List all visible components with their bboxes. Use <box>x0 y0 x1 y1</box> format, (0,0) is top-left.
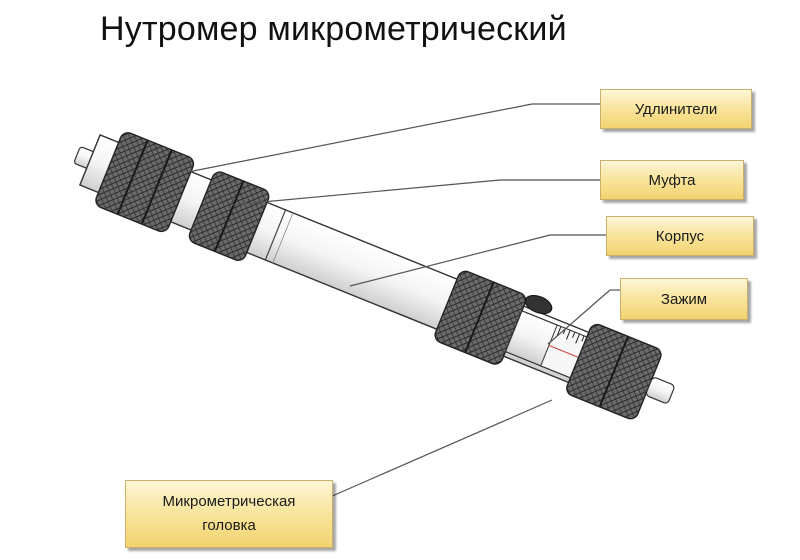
right-tip <box>645 377 675 404</box>
page-title: Нутромер микрометрический <box>100 10 567 48</box>
clamp-knob <box>524 294 553 315</box>
thimble-ring <box>566 323 662 420</box>
label-micrometer-head: Микрометрическая головка <box>125 480 333 548</box>
extender-ring-left <box>95 132 195 233</box>
label-extenders-text: Удлинители <box>634 100 718 118</box>
label-body-text: Корпус <box>655 227 705 245</box>
label-body: Корпус <box>606 216 754 256</box>
label-micrometer-head-line1: Микрометрическая <box>162 493 296 510</box>
label-coupling: Муфта <box>600 160 744 200</box>
label-clamp-text: Зажим <box>660 290 708 308</box>
coupling-ring <box>188 171 270 261</box>
leader-lines <box>187 103 620 498</box>
label-extenders: Удлинители <box>600 89 752 129</box>
label-clamp: Зажим <box>620 278 748 320</box>
label-micrometer-head-line2: головка <box>202 517 256 534</box>
coupling-ring-right <box>434 270 527 365</box>
label-coupling-text: Муфта <box>648 171 696 189</box>
